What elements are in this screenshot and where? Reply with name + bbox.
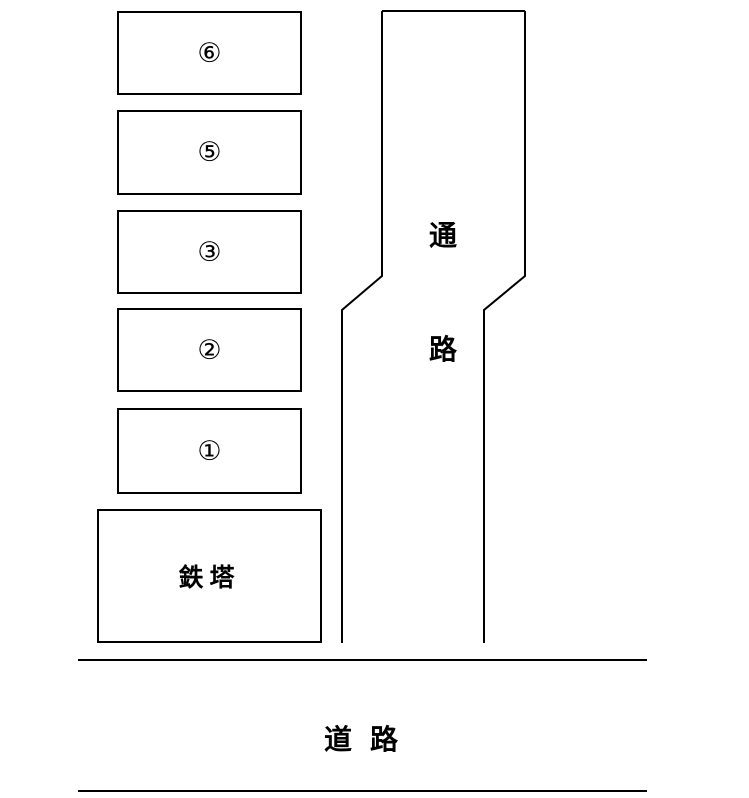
- steel-tower: 鉄塔: [97, 509, 322, 643]
- lot-1-label: ①: [197, 435, 222, 467]
- lot-6-label: ⑥: [197, 37, 222, 69]
- lot-1: ①: [117, 408, 302, 494]
- passage-label-bottom: 路: [429, 333, 458, 366]
- passage-left-edge: [341, 11, 383, 643]
- passage-label-top: 通: [429, 219, 458, 252]
- lot-5-label: ⑤: [197, 137, 222, 168]
- passage-right-edge: [483, 11, 526, 643]
- lot-3-label: ③: [197, 236, 222, 268]
- lot-3: ③: [117, 210, 302, 294]
- lot-2-label: ②: [197, 334, 222, 366]
- road-label: 道路: [324, 723, 417, 756]
- lot-2: ②: [117, 308, 302, 392]
- steel-tower-label: 鉄塔: [178, 563, 241, 592]
- lot-6: ⑥: [117, 11, 302, 95]
- lot-5: ⑤: [117, 110, 302, 195]
